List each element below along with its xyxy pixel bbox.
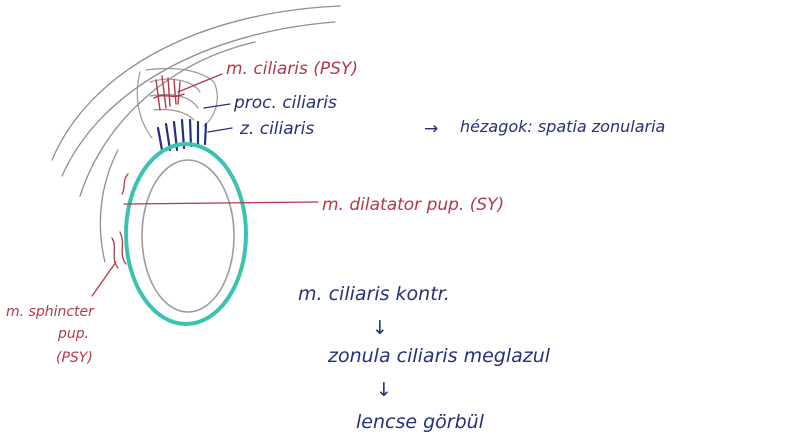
note-arrow2: ↓	[376, 379, 392, 401]
lens-outer-outline	[124, 142, 248, 326]
leader-m-dilatator	[123, 201, 319, 205]
note-line3: lencse görbül	[356, 411, 485, 433]
leader-lines	[91, 73, 319, 297]
label-hezagok: hézagok: spatia zonularia	[460, 117, 665, 136]
label-proc-ciliaris: proc. ciliaris	[233, 93, 337, 113]
pencil-arcs	[51, 5, 341, 263]
leader-m-sphincter	[91, 261, 117, 297]
leader-z-ciliaris	[207, 127, 233, 133]
ciliary-muscle-scribble	[153, 75, 185, 111]
label-z-ciliaris: z. ciliaris	[239, 119, 314, 139]
note-line1: m. ciliaris kontr.	[298, 283, 450, 305]
lens-inner-outline	[141, 159, 235, 313]
middle-arc	[61, 21, 336, 177]
leader-proc-ciliaris	[203, 103, 231, 109]
label-m-dilatator: m. dilatator pup. (SY)	[322, 195, 504, 215]
arrow-right: →	[424, 119, 438, 139]
note-arrow1: ↓	[372, 317, 388, 339]
label-m-sphincter-line2: pup.	[57, 326, 89, 342]
label-m-sphincter-line1: m. sphincter	[6, 304, 95, 320]
leader-m-ciliaris	[177, 73, 223, 93]
label-m-sphincter-line3: (PSY)	[56, 350, 93, 366]
outer-arc	[51, 5, 341, 161]
lens	[124, 142, 248, 326]
note-line2: zonula ciliaris meglazul	[327, 345, 551, 367]
inner-arc	[79, 41, 256, 197]
ciliary-body-sketch	[136, 67, 218, 139]
label-m-ciliaris: m. ciliaris (PSY)	[226, 59, 358, 79]
iris-pencil-curve	[99, 149, 119, 263]
sphincter-scribble	[111, 173, 129, 269]
